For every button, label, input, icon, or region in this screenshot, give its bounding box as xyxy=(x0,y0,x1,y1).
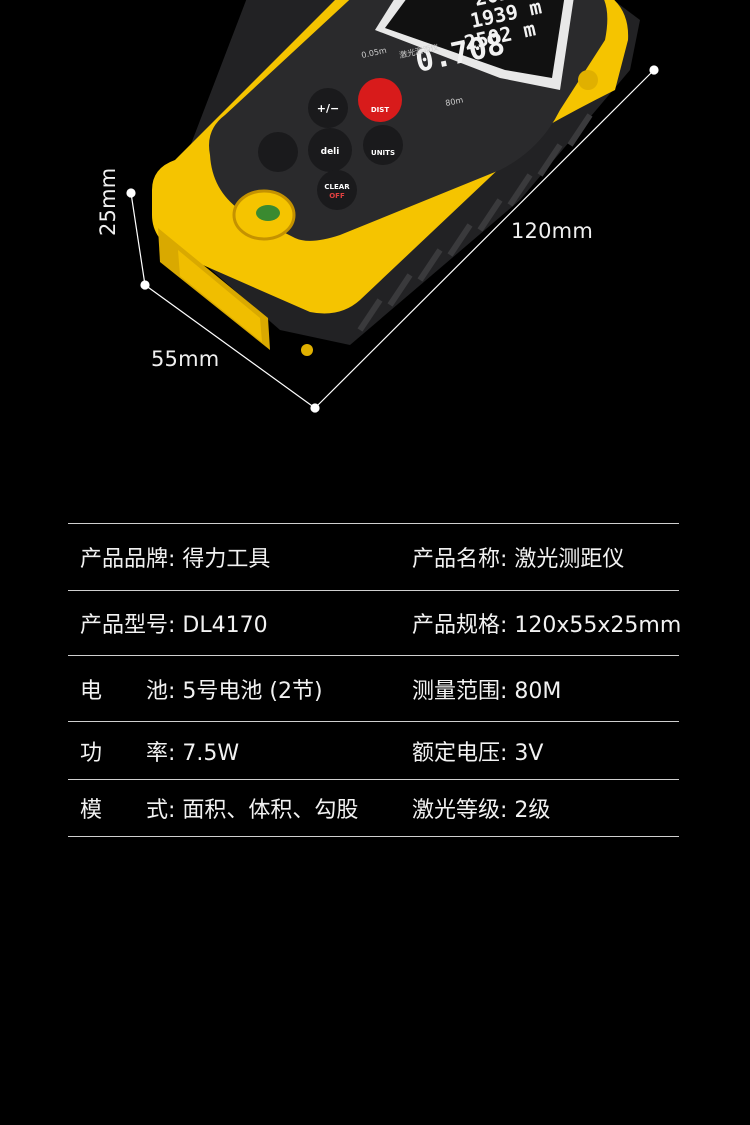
spec-row: 模 式: 面积、体积、勾股 激光等级: 2级 xyxy=(68,779,679,837)
range-max-label: 80m xyxy=(445,95,465,108)
dist-label: DIST xyxy=(371,106,389,114)
product-illustration: 2020 m 1939 m 2502 m 0.708 激光测距仪 0.05m 8… xyxy=(0,0,750,470)
spec-product-name: 产品名称: 激光测距仪 xyxy=(412,547,625,572)
grip-ridges xyxy=(357,113,593,332)
clear-button xyxy=(317,170,357,210)
spec-power: 功 率: 7.5W xyxy=(80,740,240,766)
spec-row: 产品品牌: 得力工具 产品名称: 激光测距仪 xyxy=(68,523,679,590)
plus-minus-button xyxy=(308,88,348,128)
width-dimension-label: 55mm xyxy=(151,347,220,371)
brand-button xyxy=(308,128,352,172)
spec-model: 产品型号: DL4170 xyxy=(80,613,268,638)
length-dimension-label: 120mm xyxy=(511,219,593,243)
spec-brand: 产品品牌: 得力工具 xyxy=(80,547,271,572)
plus-minus-label: +/− xyxy=(317,102,339,115)
spec-laser-class: 激光等级: 2级 xyxy=(412,798,551,823)
spec-row: 产品型号: DL4170 产品规格: 120x55x25mm xyxy=(68,590,682,655)
spec-battery: 电 池: 5号电池 (2节) xyxy=(80,678,323,704)
spec-mode: 模 式: 面积、体积、勾股 xyxy=(80,798,359,823)
func-button xyxy=(258,132,298,172)
spec-range: 测量范围: 80M xyxy=(412,678,562,704)
brand-label: deli xyxy=(321,147,340,157)
spec-table: 产品品牌: 得力工具 产品名称: 激光测距仪 产品型号: DL4170 产品规格… xyxy=(68,523,682,837)
height-dimension-label: 25mm xyxy=(96,167,120,236)
spec-row: 功 率: 7.5W 额定电压: 3V xyxy=(68,721,679,779)
laser-rangefinder-image: 2020 m 1939 m 2502 m 0.708 激光测距仪 0.05m 8… xyxy=(126,0,659,413)
dist-button xyxy=(358,78,402,122)
dimension-lines xyxy=(126,65,659,413)
unit-button xyxy=(363,125,403,165)
off-label: OFF xyxy=(329,192,345,200)
spec-voltage: 额定电压: 3V xyxy=(412,740,544,766)
clear-label: CLEAR xyxy=(324,183,350,191)
side-button xyxy=(578,70,598,90)
unit-label: UNITS xyxy=(371,149,395,157)
spec-size: 产品规格: 120x55x25mm xyxy=(412,613,682,638)
spec-row: 电 池: 5号电池 (2节) 测量范围: 80M xyxy=(68,655,679,721)
